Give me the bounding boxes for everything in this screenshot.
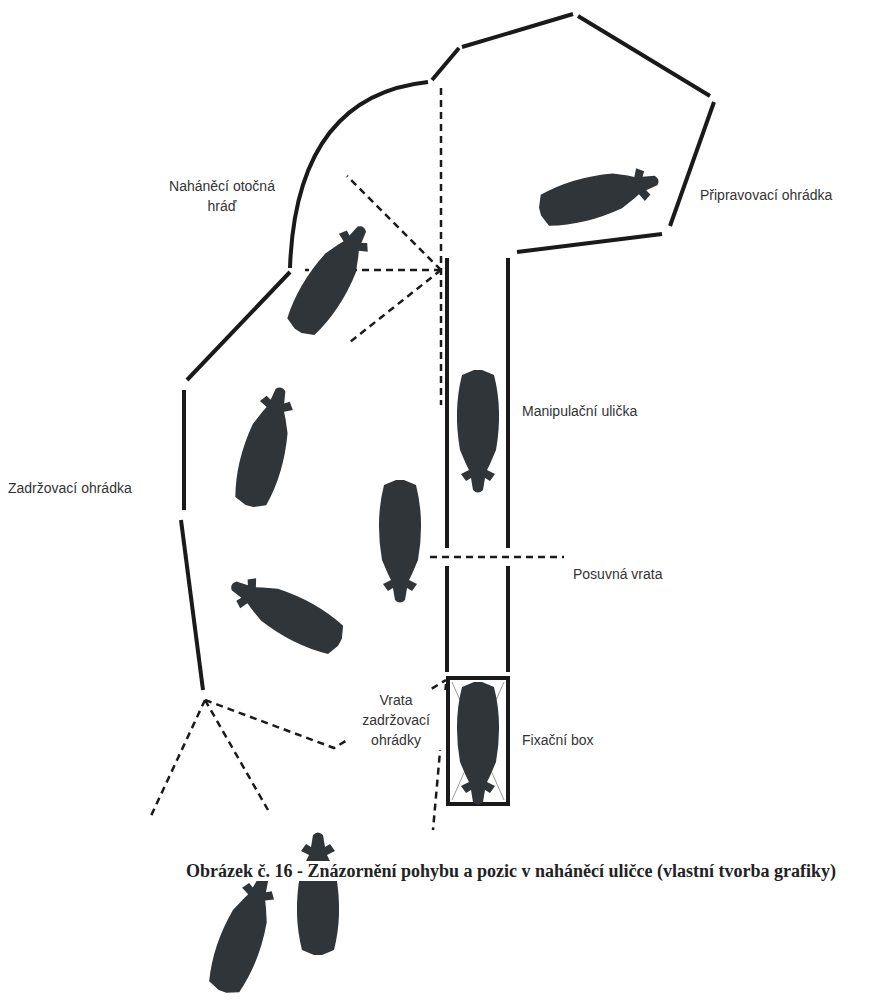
race-wall [506,566,510,672]
race-wall [445,258,449,548]
gate-swing [440,88,443,405]
chute-label: Fixační box [520,730,596,750]
gate-swing [347,176,441,270]
fence [462,14,573,47]
race-wall [506,258,510,548]
cow-silhouette [229,382,301,511]
gate-swings [150,88,564,830]
cow-silhouette [457,370,499,493]
gate-label: Vrata zadržovací ohrádky [346,690,446,750]
fence [432,48,459,80]
figure-caption-box: Obrázek č. 16 - Znázornění pohybu a pozi… [6,858,856,885]
cow-silhouette [379,480,421,603]
fence-walls [181,14,714,804]
gate-swing [205,700,268,810]
cow-silhouette [297,833,339,956]
pen-label: Zadržovací ohrádka [6,478,134,498]
squeeze-chute [448,678,508,804]
cow-silhouette [535,159,664,231]
gate-label: Posuvná vrata [571,564,665,584]
fence [578,16,710,96]
fence [182,390,186,510]
gate-swing [150,700,205,818]
gate-swing [350,270,441,342]
race-label: Manipulační ulička [520,401,639,421]
fence [670,102,714,226]
cow-silhouette [457,682,499,805]
figure-caption: Obrázek č. 16 - Znázornění pohybu a pozi… [186,861,836,881]
cow-silhouette [280,216,381,342]
fence [187,272,290,380]
cow-silhouette [222,566,350,661]
gate-label: Naháněcí otočná hráď [156,176,288,216]
fence [517,234,662,252]
cow-silhouette [203,869,284,999]
race-wall [445,566,449,672]
sliding-gate [430,556,564,559]
pen-label: Připravovací ohrádka [698,185,834,205]
fence [181,520,203,690]
